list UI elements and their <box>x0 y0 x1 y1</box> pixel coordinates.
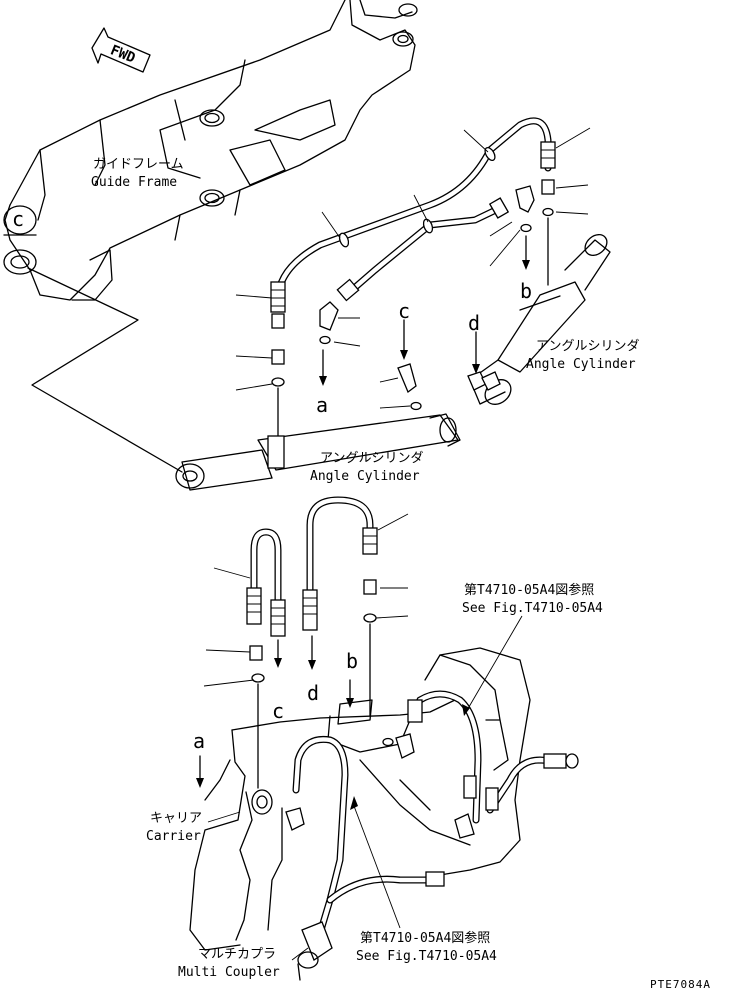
multi-coupler-outline <box>297 921 333 981</box>
letter-a-lower: a <box>193 729 205 753</box>
see-fig-top-jp: 第T4710-05A4図参照 <box>464 582 594 598</box>
angle-cylinder-right-jp: アングルシリンダ <box>536 339 639 354</box>
see-fig-bottom-en: See Fig.T4710-05A4 <box>356 949 497 964</box>
upper-fittings <box>271 179 555 441</box>
letter-c-lower: c <box>272 699 284 723</box>
carrier-label-en: Carrier <box>146 829 201 844</box>
upper-leader-lines <box>235 127 591 409</box>
upper-arrows <box>319 235 530 386</box>
multi-coupler-label-jp: マルチカプラ <box>198 947 276 962</box>
letter-c-upper: c <box>398 299 410 323</box>
lower-leader-lines <box>203 513 409 687</box>
guide-frame-label-jp: ガイドフレーム <box>93 157 184 172</box>
carrier-label-jp: キャリア <box>150 811 202 826</box>
guide-frame-outline <box>3 0 418 301</box>
see-fig-top-leader <box>465 615 523 713</box>
fwd-label: FWD <box>108 42 137 66</box>
multi-coupler-label-en: Multi Coupler <box>178 965 280 980</box>
see-fig-bottom-leader <box>353 805 401 929</box>
carrier-hoses <box>292 690 579 944</box>
guide-frame-label-en: Guide Frame <box>91 175 177 190</box>
upper-hose-assembly <box>270 117 556 313</box>
angle-cylinder-right-en: Angle Cylinder <box>526 357 636 372</box>
letter-d-lower: d <box>307 681 319 705</box>
multi-coupler-leader <box>291 947 309 961</box>
frame-connection-line <box>27 267 183 473</box>
angle-cylinder-lower <box>175 413 461 491</box>
angle-cylinder-right <box>467 234 611 405</box>
letter-d-upper: d <box>468 311 480 335</box>
angle-cylinder-lower-en: Angle Cylinder <box>310 469 420 484</box>
see-fig-top-en: See Fig.T4710-05A4 <box>462 601 603 616</box>
fwd-arrow-icon: FWD <box>91 27 151 73</box>
letter-c-frame: c <box>12 207 24 231</box>
letter-b-upper: b <box>520 279 532 303</box>
angle-cylinder-lower-jp: アングルシリンダ <box>320 451 423 466</box>
part-code-label: PTE7084A <box>650 978 711 991</box>
letter-b-lower: b <box>346 649 358 673</box>
carrier-leader <box>207 811 241 823</box>
letter-a-upper: a <box>316 393 328 417</box>
lower-hose-assembly <box>246 496 378 637</box>
see-fig-bottom-jp: 第T4710-05A4図参照 <box>360 930 490 946</box>
